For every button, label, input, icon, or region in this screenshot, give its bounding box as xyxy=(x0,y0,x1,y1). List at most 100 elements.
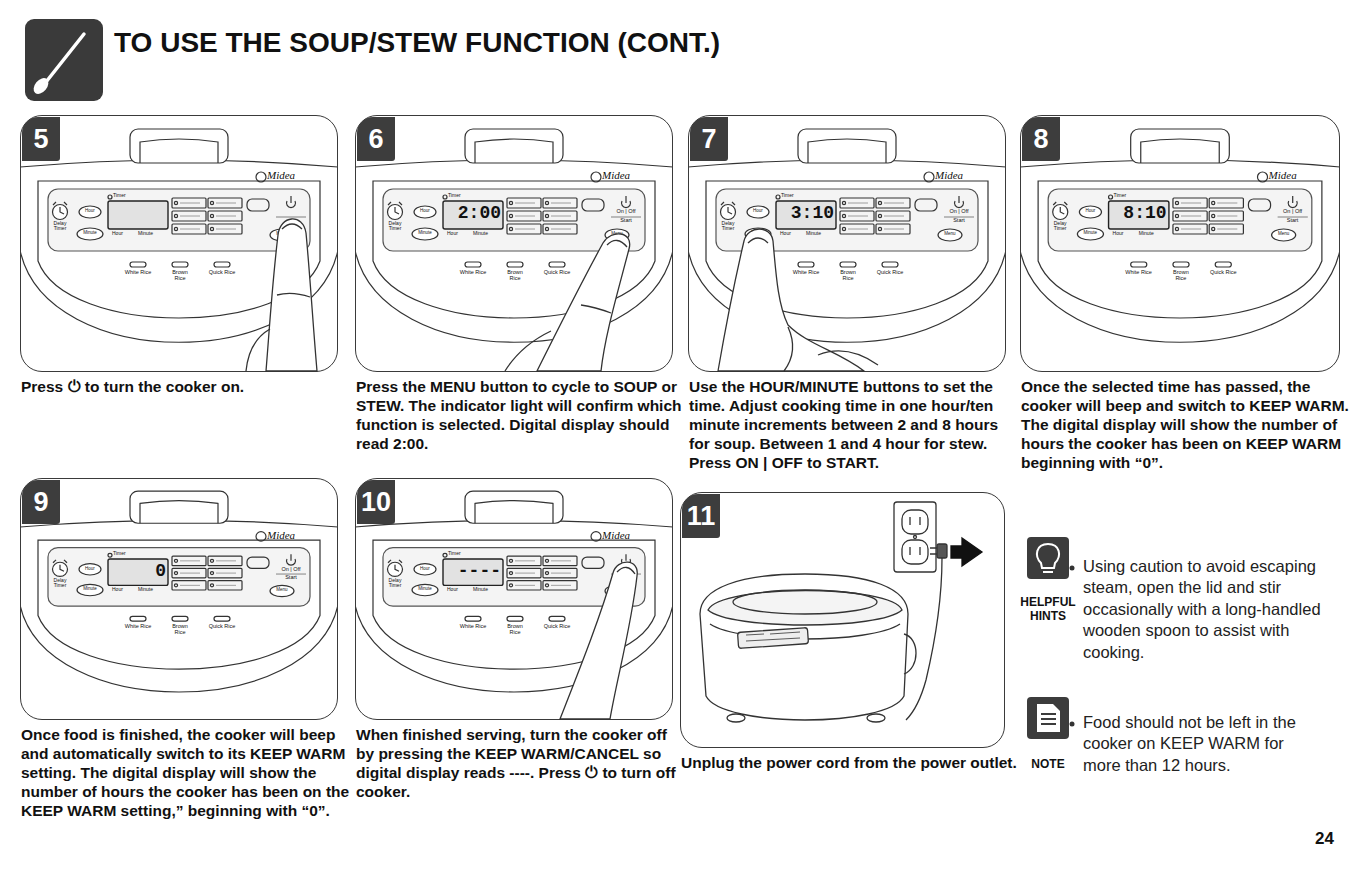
step-number: 8 xyxy=(1022,117,1060,161)
panel-label: Delay Timer xyxy=(715,221,741,232)
panel-label: Minute xyxy=(412,231,438,236)
rect-shape xyxy=(25,19,103,101)
step-panel: 10When finished serving, turn the cooker… xyxy=(355,478,673,720)
path-shape xyxy=(1037,544,1059,568)
path-shape xyxy=(560,562,637,719)
panel-label: White Rice xyxy=(459,270,487,276)
panel-label: Quick Rice xyxy=(543,270,571,276)
panel-label: Quick Rice xyxy=(1209,270,1237,276)
step-caption: Once the selected time has passed, the c… xyxy=(1021,377,1355,472)
note-text: Food should not be left in the cooker on… xyxy=(1083,712,1321,776)
path-shape xyxy=(246,329,270,371)
path-shape xyxy=(46,34,84,82)
panel-label: White Rice xyxy=(792,270,820,276)
page-number: 24 xyxy=(1290,830,1334,848)
title-icon xyxy=(25,19,103,101)
panel-label: On | Off xyxy=(1276,209,1310,215)
pressing-finger xyxy=(246,219,317,371)
panel-label: Hour xyxy=(112,587,132,592)
panel-label: White Rice xyxy=(124,270,152,276)
step-panel: 7Use the HOUR/MINUTE buttons to set the … xyxy=(688,115,1006,372)
path-shape xyxy=(1037,704,1060,732)
digital-display-reading: 2:00 xyxy=(444,204,501,223)
digital-display-reading: ---- xyxy=(444,562,501,581)
control-panel-drawing xyxy=(1020,129,1340,342)
panel-label: Hour xyxy=(79,567,101,572)
step-panel: 6Press the MENU button to cycle to SOUP … xyxy=(355,115,673,372)
panel-label: Hour xyxy=(112,231,132,236)
panel-label: Hour xyxy=(79,209,101,214)
panel-label: Brown Rice xyxy=(166,624,194,636)
path-shape xyxy=(700,574,908,720)
step-panel: 9Once food is finished, the cooker will … xyxy=(20,478,338,720)
control-panel-drawing xyxy=(688,129,1006,342)
panel-label: Timer xyxy=(113,193,143,198)
panel-label: Midea xyxy=(935,170,979,182)
rect-shape xyxy=(1027,697,1069,739)
panel-label: White Rice xyxy=(124,624,152,630)
panel-label: Midea xyxy=(1269,170,1313,182)
path-shape xyxy=(607,240,627,247)
rect-shape xyxy=(738,628,809,649)
step-number: 11 xyxy=(682,494,720,538)
panel-label: Minute xyxy=(138,231,162,236)
panel-label: Menu xyxy=(605,232,629,237)
panel-label: Hour xyxy=(1113,231,1133,236)
panel-label: Midea xyxy=(602,170,646,182)
panel-label: Quick Rice xyxy=(876,270,904,276)
panel-label: Brown Rice xyxy=(501,624,529,636)
panel-label: Hour xyxy=(414,567,436,572)
panel-label: Minute xyxy=(138,587,162,592)
path-shape xyxy=(784,327,793,371)
panel-label: White Rice xyxy=(459,624,487,630)
panel-label: Start xyxy=(942,218,976,224)
path-shape xyxy=(1043,571,1053,573)
pressing-finger xyxy=(560,562,637,719)
panel-label: Minute xyxy=(473,231,497,236)
note-text: Using caution to avoid escaping steam, o… xyxy=(1083,556,1321,663)
icon-caption: HELPFUL HINTS xyxy=(1016,596,1080,624)
step-caption: When finished serving, turn the cooker o… xyxy=(356,725,688,801)
panel-label: Timer xyxy=(448,193,478,198)
step-caption: Unplug the power cord from the power out… xyxy=(681,753,1020,772)
path-shape xyxy=(951,538,982,566)
ellipse-shape xyxy=(733,590,877,614)
ellipse-shape xyxy=(867,714,885,722)
panel-label: Start xyxy=(609,218,643,224)
digital-display-reading: 8:10 xyxy=(1110,204,1167,223)
digital-display-reading: 3:10 xyxy=(777,204,834,223)
step-caption: Press the MENU button to cycle to SOUP o… xyxy=(356,377,688,453)
path-shape xyxy=(282,224,302,229)
panel-label: Brown Rice xyxy=(501,270,529,282)
step-caption: Once food is finished, the cooker will b… xyxy=(21,725,353,820)
panel-label: Timer xyxy=(781,193,811,198)
rect-shape xyxy=(1027,537,1069,579)
panel-label: Minute xyxy=(1077,231,1103,236)
panel-label: Minute xyxy=(745,231,771,236)
panel-label: Menu xyxy=(1272,232,1296,237)
panel-label: Timer xyxy=(448,551,478,556)
panel-label: Delay Timer xyxy=(47,221,73,232)
circle-shape xyxy=(914,536,917,539)
path-shape xyxy=(904,634,916,674)
panel-label: Menu xyxy=(270,232,294,237)
rect-shape xyxy=(902,540,928,564)
step-panel: 8Once the selected time has passed, the … xyxy=(1020,115,1340,372)
panel-label: Quick Rice xyxy=(208,270,236,276)
ellipse-shape xyxy=(727,714,745,722)
panel-label: Minute xyxy=(77,231,103,236)
panel-label: White Rice xyxy=(1125,270,1153,276)
rect-shape xyxy=(894,502,936,572)
pressing-finger xyxy=(505,234,630,371)
panel-label: Delay Timer xyxy=(382,221,408,232)
circle-shape xyxy=(1070,722,1075,727)
step-panel: 5Press ⏻ to turn the cooker on. xyxy=(20,115,338,372)
panel-label: Brown Rice xyxy=(834,270,862,282)
helpful-hint-icon xyxy=(1027,537,1075,579)
rect-shape xyxy=(902,510,928,534)
panel-label: Start xyxy=(274,575,308,581)
path-shape xyxy=(748,238,768,243)
panel-label: Brown Rice xyxy=(166,270,194,282)
step-number: 7 xyxy=(690,117,728,161)
